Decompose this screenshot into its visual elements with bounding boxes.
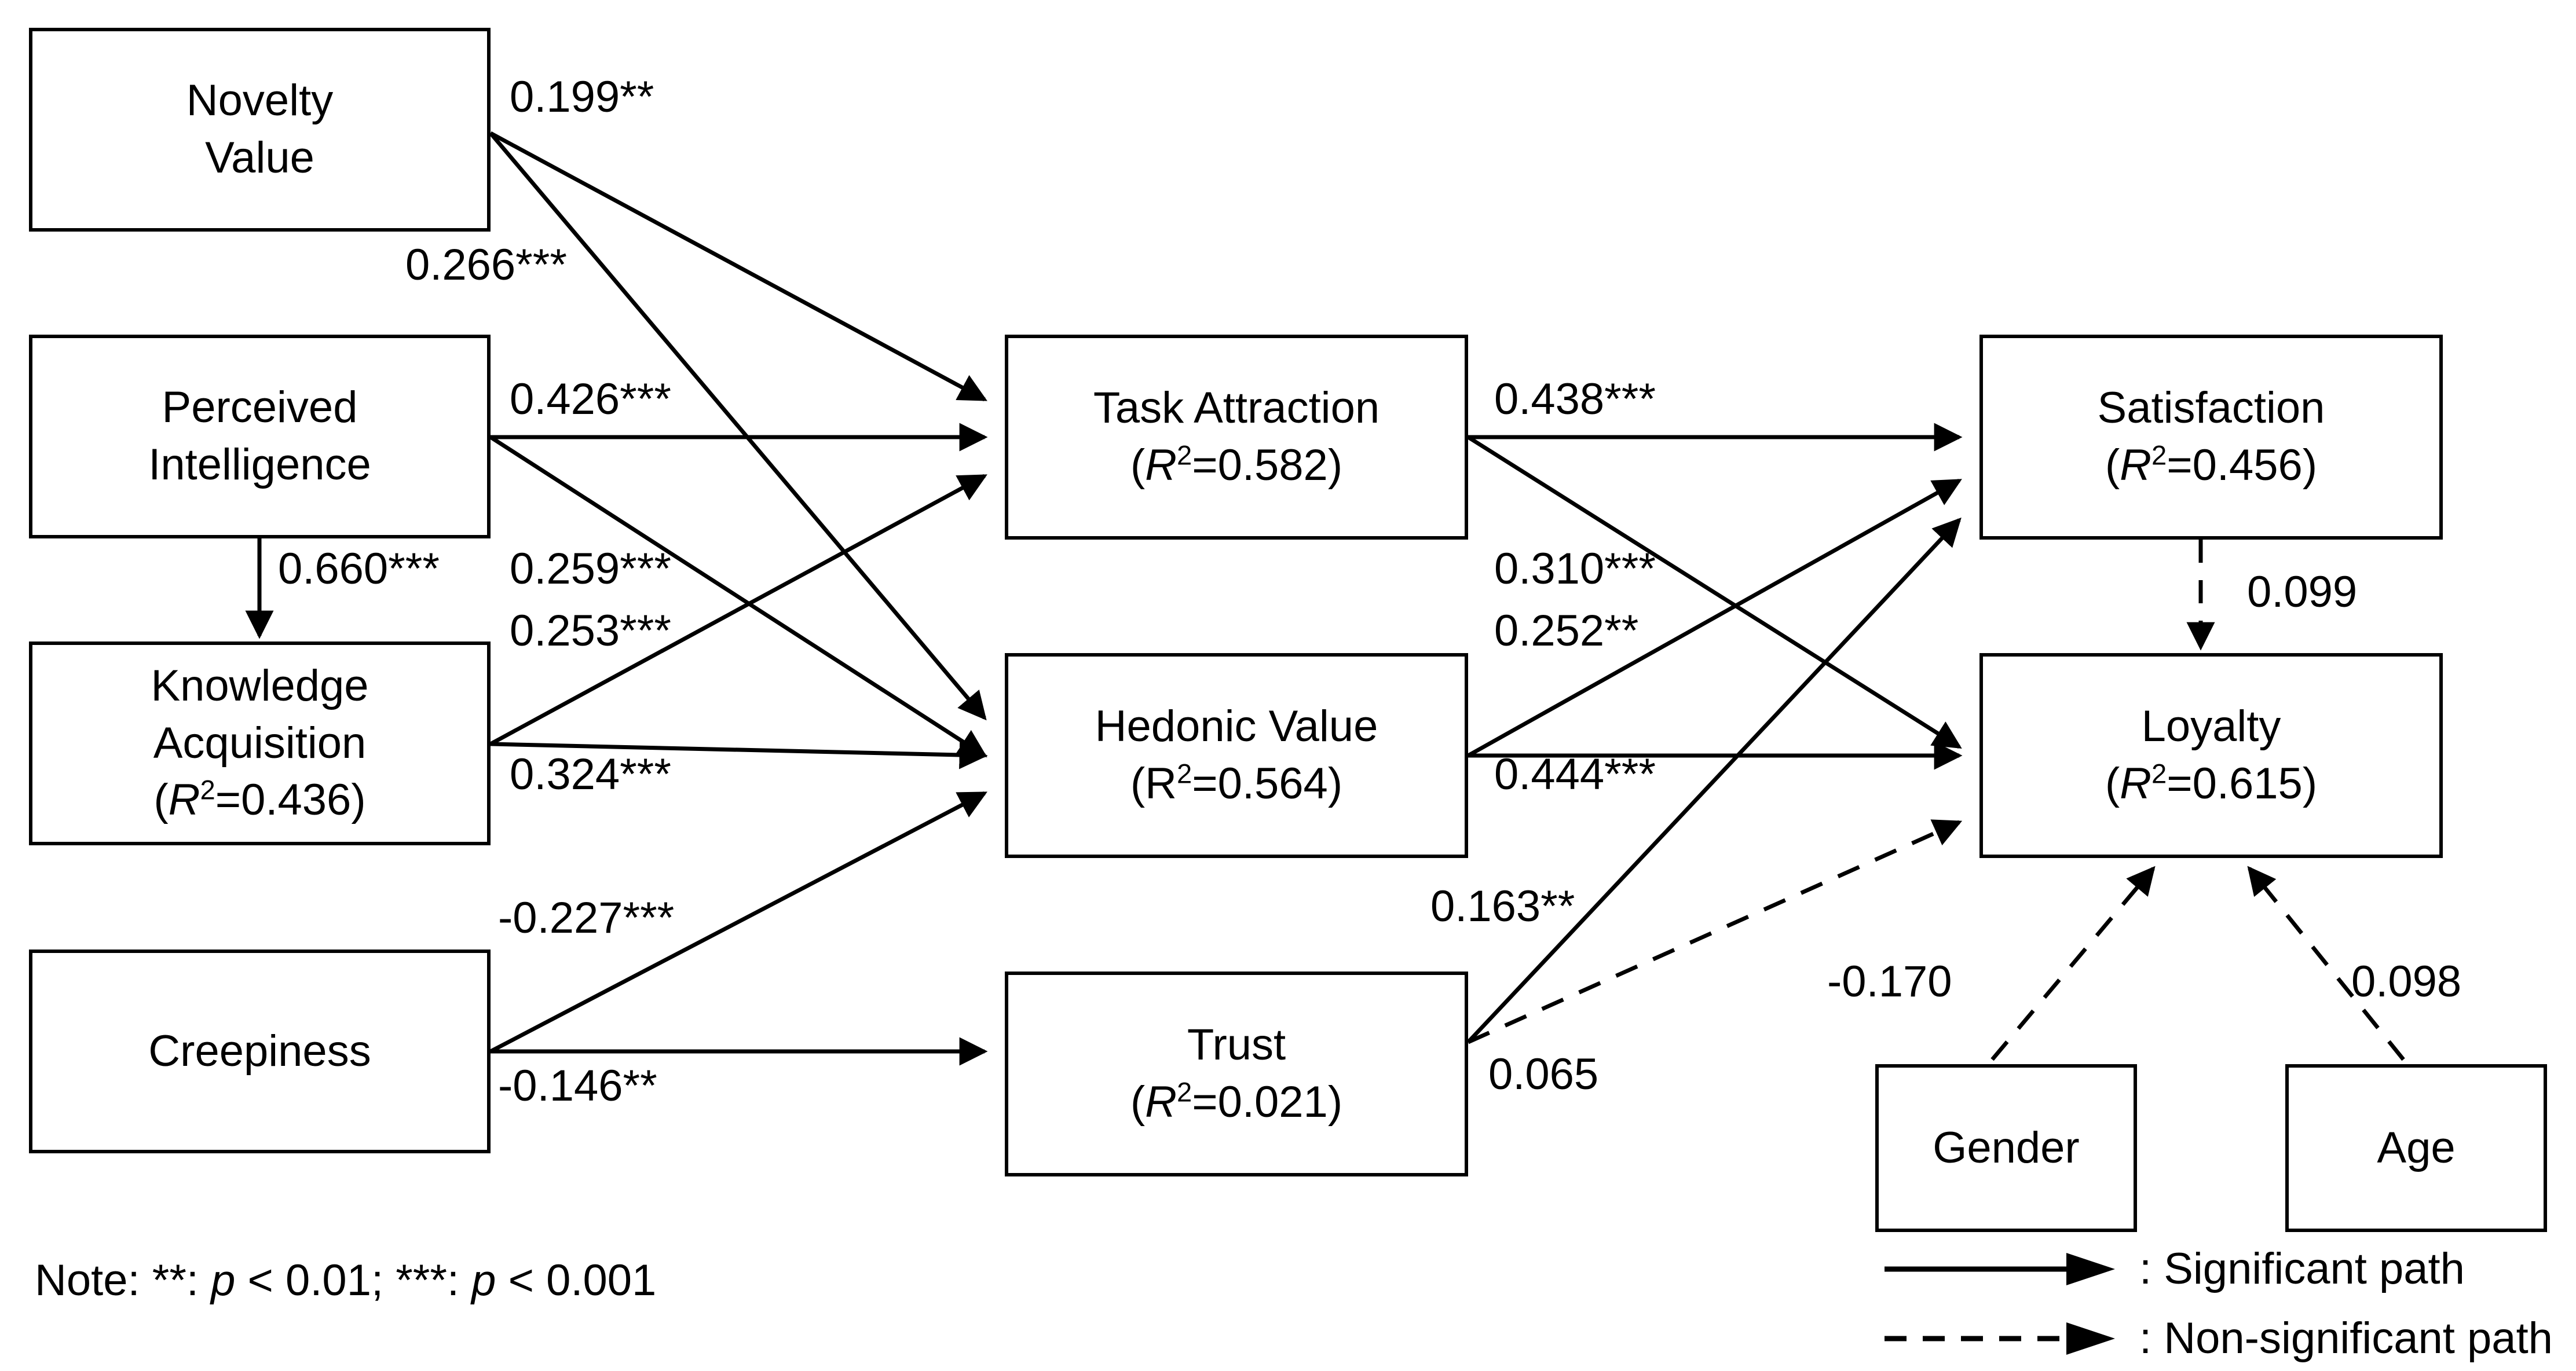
node-knowledge-acquisition[interactable]: Knowledge Acquisition (R2=0.436): [29, 641, 491, 845]
node-label-line1: Trust: [1187, 1020, 1286, 1070]
node-r2-value: (R2=0.615): [2105, 758, 2318, 808]
path-label-hedonic-satisfaction: 0.252**: [1494, 606, 1639, 655]
dashed-arrow-icon: [1885, 1322, 2115, 1355]
node-r2-value: (R2=0.021): [1130, 1076, 1343, 1127]
node-r2-value: (R2=0.456): [2105, 439, 2318, 490]
note-middle: < 0.01; ***:: [235, 1256, 472, 1305]
edge-pi-hedonic: [489, 435, 987, 758]
legend-row-significant: : Significant path: [1881, 1244, 2465, 1294]
note-p-symbol-1: p: [211, 1256, 236, 1305]
path-label-creepiness-hedonic: -0.227***: [498, 893, 675, 943]
path-label-age-loyalty: 0.098: [2351, 957, 2462, 1006]
node-novelty-value[interactable]: Novelty Value: [29, 28, 491, 232]
node-loyalty[interactable]: Loyalty (R2=0.615): [1979, 653, 2443, 858]
edge-trust-loyalty: [1467, 819, 1963, 1044]
node-label-line1: Task Attraction: [1093, 383, 1380, 433]
node-task-attraction[interactable]: Task Attraction (R2=0.582): [1005, 335, 1468, 540]
path-label-trust-loyalty: 0.065: [1488, 1050, 1599, 1099]
legend-label-nonsignificant: : Non-significant path: [2139, 1314, 2553, 1363]
node-label-line1: Loyalty: [2141, 702, 2281, 752]
edge-novelty-hedonic: [489, 131, 987, 721]
node-creepiness[interactable]: Creepiness: [29, 950, 491, 1153]
node-label-line2: Intelligence: [148, 440, 371, 489]
edge-knowledge-task: [489, 474, 987, 746]
edge-trust-satisfaction: [1466, 517, 1962, 1044]
edge-hedonic-satisfaction: [1467, 478, 1962, 758]
significance-note: Note: **: p < 0.01; ***: p < 0.001: [35, 1255, 656, 1306]
path-label-task-loyalty: 0.310***: [1494, 544, 1656, 593]
node-label-line1: Hedonic Value: [1095, 702, 1378, 752]
path-label-pi-knowledge: 0.660***: [278, 544, 440, 593]
path-label-knowledge-task: 0.253***: [510, 606, 671, 655]
node-r2-value: (R2=0.564): [1130, 758, 1343, 808]
path-label-gender-loyalty: -0.170: [1827, 957, 1952, 1006]
node-satisfaction[interactable]: Satisfaction (R2=0.456): [1979, 335, 2443, 540]
path-label-novelty-hedonic: 0.266***: [405, 240, 567, 289]
note-prefix: Note: **:: [35, 1256, 211, 1305]
edge-gender-loyalty: [1990, 866, 2156, 1061]
node-trust[interactable]: Trust (R2=0.021): [1005, 972, 1468, 1176]
node-label-line1: Novelty: [186, 76, 334, 126]
node-label-line1: Creepiness: [148, 1026, 371, 1076]
legend-row-nonsignificant: : Non-significant path: [1881, 1313, 2553, 1363]
node-label-line1: Perceived: [162, 383, 358, 432]
note-suffix: < 0.001: [496, 1256, 657, 1305]
path-label-satisfaction-loyalty: 0.099: [2247, 567, 2358, 617]
legend-label-significant: : Significant path: [2139, 1244, 2465, 1293]
node-perceived-intelligence[interactable]: Perceived Intelligence: [29, 335, 491, 538]
node-label-line1: Knowledge: [151, 661, 369, 710]
node-hedonic-value[interactable]: Hedonic Value (R2=0.564): [1005, 653, 1468, 858]
node-label-line1: Gender: [1933, 1123, 2080, 1172]
path-label-trust-satisfaction: 0.163**: [1430, 882, 1575, 931]
path-label-creepiness-trust: -0.146**: [498, 1061, 657, 1110]
path-label-pi-hedonic: 0.259***: [510, 544, 671, 593]
edge-task-loyalty: [1467, 435, 1962, 749]
note-p-symbol-2: p: [471, 1256, 496, 1305]
edge-novelty-task: [489, 131, 987, 402]
node-label-line2: Acquisition: [153, 718, 367, 768]
node-r2-value: (R2=0.582): [1130, 439, 1343, 490]
solid-arrow-icon: [1885, 1252, 2115, 1285]
edge-knowledge-hedonic: [490, 741, 988, 769]
node-label-line1: Satisfaction: [2097, 383, 2325, 433]
node-r2-value: (R2=0.436): [153, 775, 366, 825]
path-label-novelty-task: 0.199**: [510, 72, 654, 122]
node-label-line2: Value: [205, 133, 314, 182]
node-label-line1: Age: [2377, 1123, 2456, 1172]
node-age[interactable]: Age: [2285, 1064, 2547, 1232]
path-label-knowledge-hedonic: 0.324***: [510, 750, 671, 799]
path-label-task-satisfaction: 0.438***: [1494, 375, 1656, 424]
path-label-hedonic-loyalty: 0.444***: [1494, 750, 1656, 799]
edge-creepiness-hedonic: [489, 791, 987, 1054]
edge-age-loyalty: [2247, 866, 2405, 1061]
node-gender[interactable]: Gender: [1875, 1064, 2137, 1232]
path-label-pi-task: 0.426***: [510, 375, 671, 424]
